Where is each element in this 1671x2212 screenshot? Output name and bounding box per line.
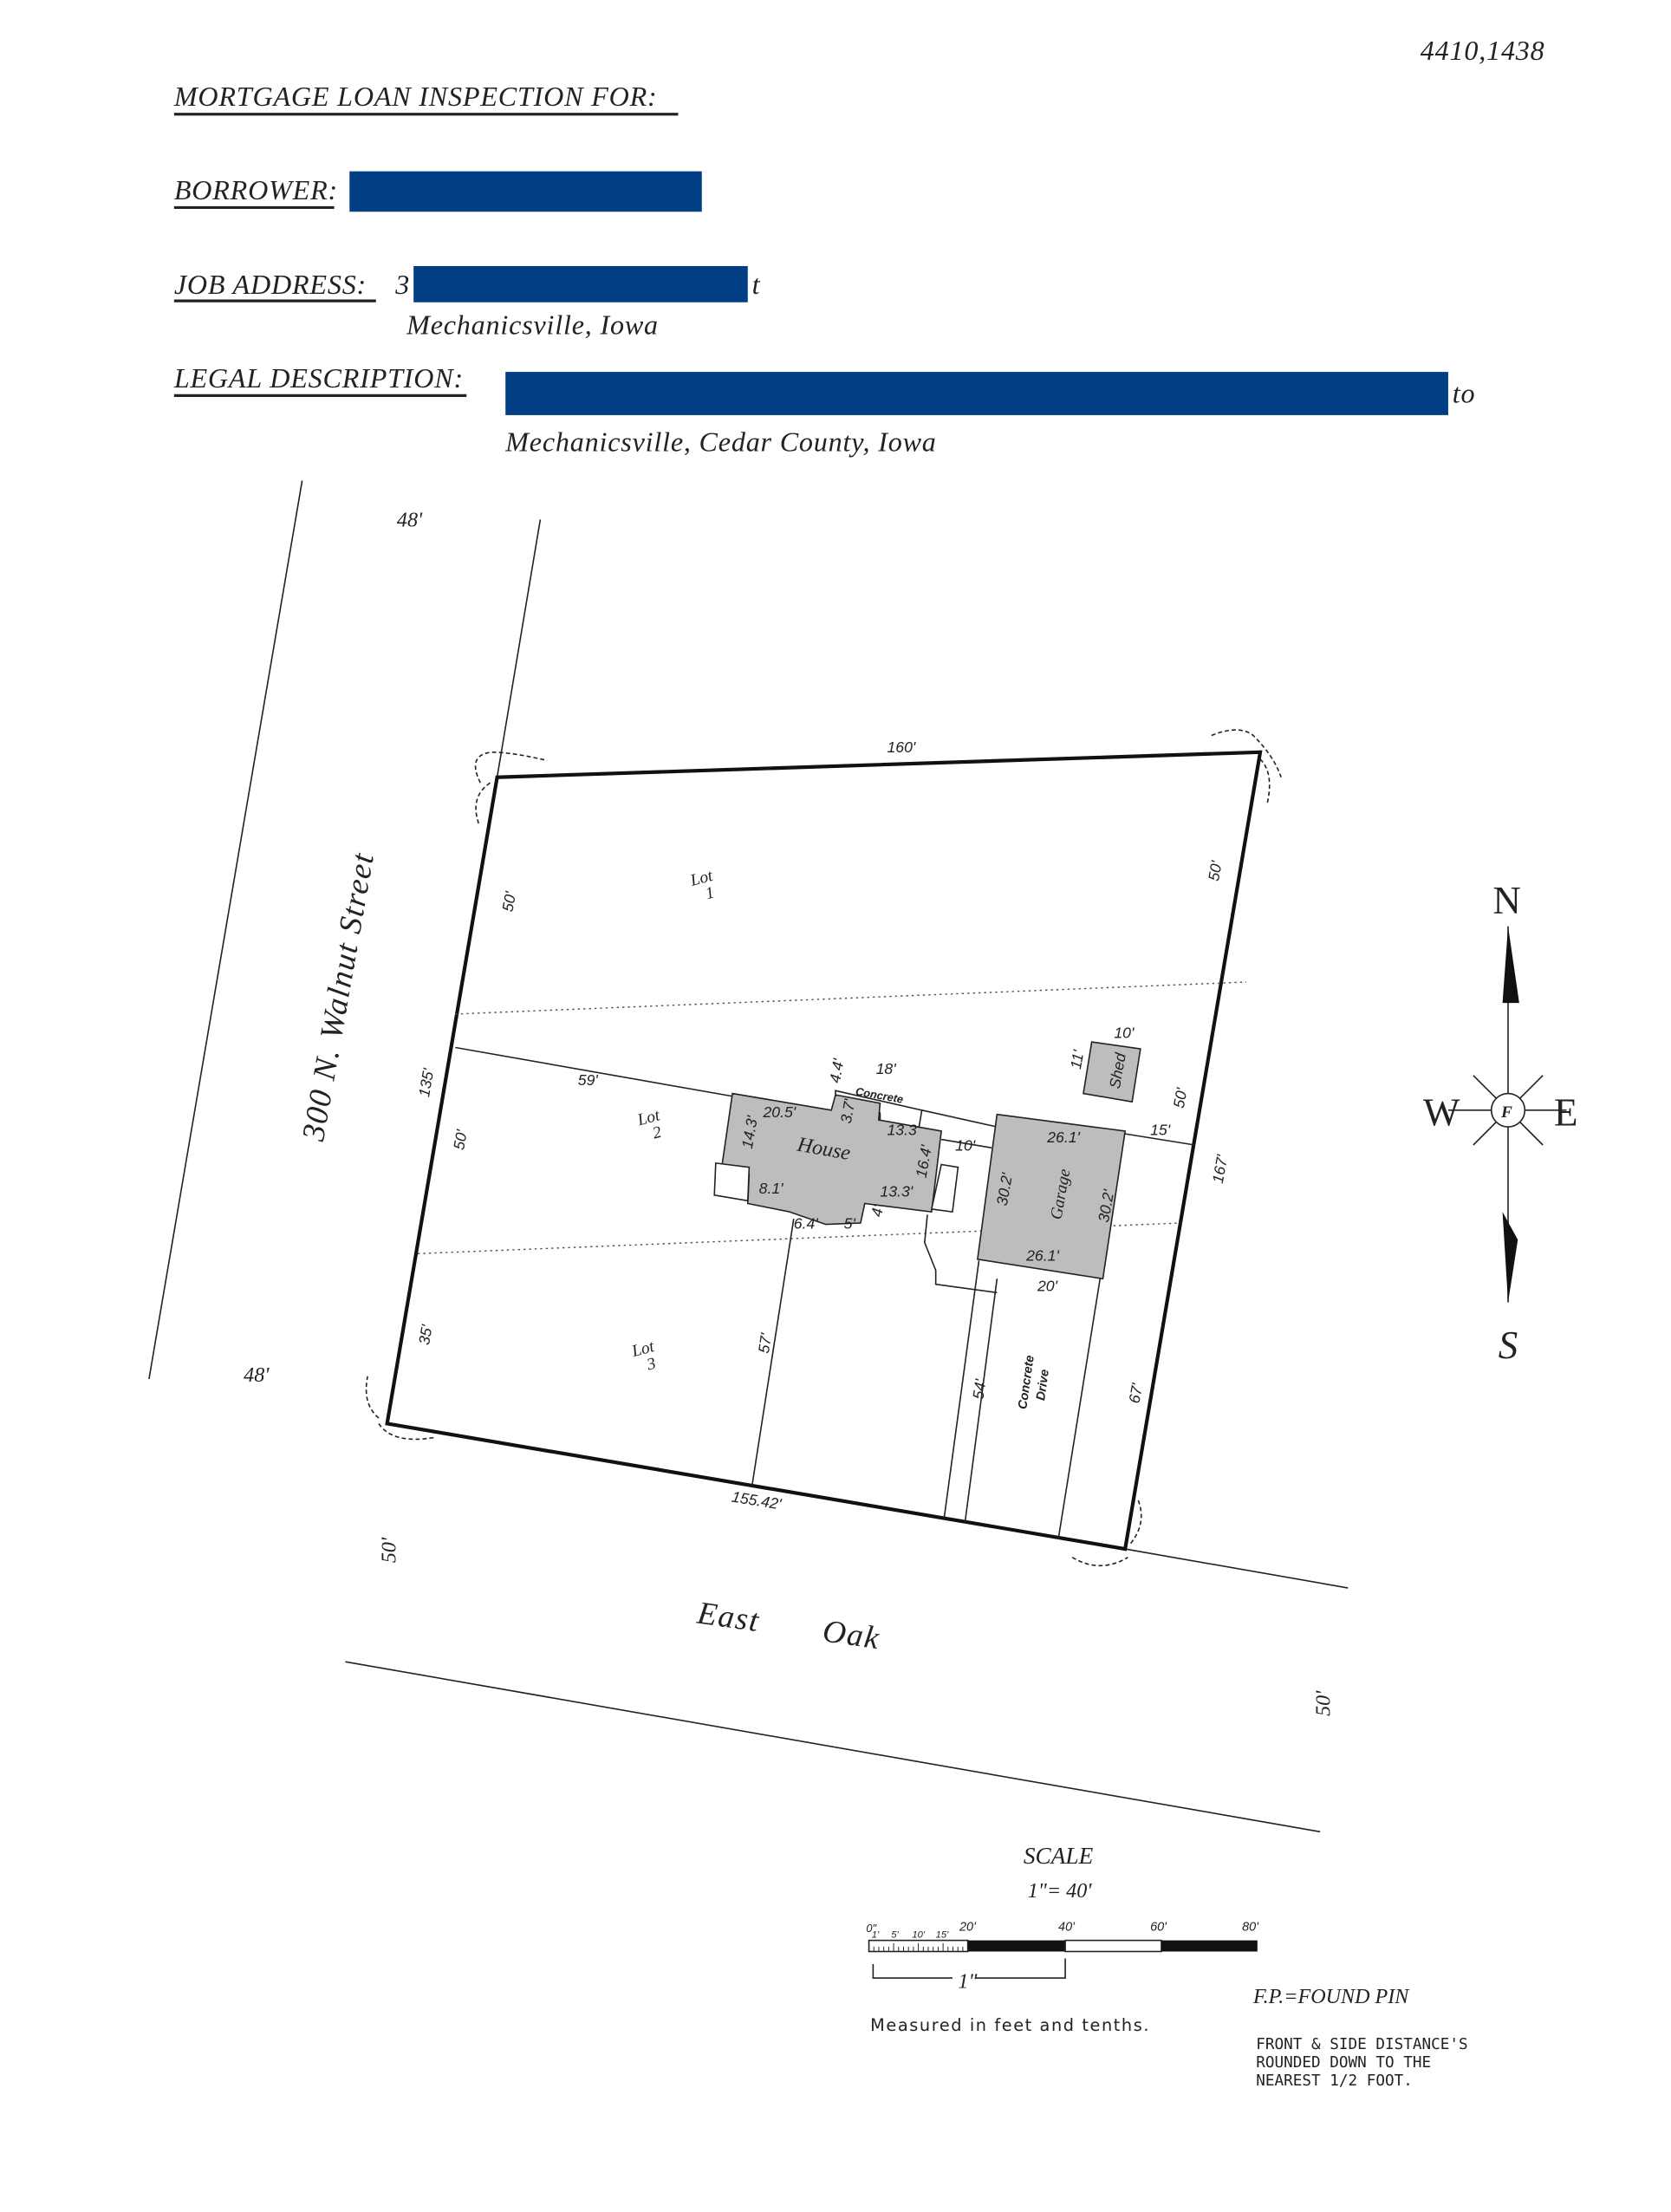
west-lot2-dimension: 50' [450,1128,471,1151]
garage-dim-top: 26.1' [1046,1129,1080,1146]
shed-dim-depth: 11' [1067,1048,1088,1070]
scale-tick-0: 0" [866,1922,877,1935]
walkway-path [924,1214,998,1294]
concrete-width: 18' [876,1060,897,1077]
house-porch [930,1163,959,1213]
borrower-label: BORROWER: [174,174,338,205]
svg-text:Drive: Drive [1034,1369,1052,1402]
job-address-line2: Mechanicsville, Iowa [406,309,659,341]
east-lot3-dimension: 67' [1125,1382,1146,1405]
found-pin-legend: F.P.=FOUND PIN [1252,1986,1410,2008]
drive-south-setback-dimension: 54' [969,1377,989,1400]
scale-tick-60: 60' [1150,1920,1167,1934]
property-boundary [385,750,1263,1552]
house-dim-13-3-bottom: 13.3' [880,1182,913,1200]
house-garage-gap-line [940,1138,992,1149]
scale-tick-20: 20' [959,1920,977,1934]
scale-inch-bracket [872,1958,1066,1979]
scale-tick-80: 80' [1242,1920,1259,1934]
street-width-top: 48' [397,509,423,531]
drive-south-setback-line [943,1260,980,1519]
north-line-dimension: 160' [887,738,915,756]
driveway-width: 20' [1037,1278,1058,1295]
east-lot1-dimension: 50' [1205,859,1226,882]
compass-s: S [1499,1324,1518,1367]
west-lot3-dimension: 35' [415,1323,436,1346]
document-number: 4410,1438 [1421,35,1545,66]
street-width-south-right: 50' [1312,1690,1335,1716]
legal-description-label: LEGAL DESCRIPTION: [173,362,464,394]
scale-tick-15: 15' [936,1929,949,1940]
oak-street-south-line [345,1661,1321,1833]
driveway-east-edge [1057,1278,1102,1539]
scale-ratio: 1"= 40' [1028,1880,1093,1903]
legal-description-line2: Mechanicsville, Cedar County, Iowa [504,426,936,458]
house-south-setback-line [751,1219,795,1487]
oak-street-label-east: East [694,1594,762,1638]
garage-east-setback-line [1125,1133,1195,1146]
concrete-walk-line [921,1109,998,1128]
house-garage-gap-dimension: 10' [955,1136,976,1154]
west-lot1-dimension: 50' [498,890,519,914]
house-south-setback-dimension: 57' [755,1331,775,1354]
garage-dim-bottom: 26.1' [1025,1246,1059,1264]
found-pin-markers [365,729,1282,1567]
house-stoop [713,1161,751,1202]
scale-tick-1: 1' [872,1929,880,1940]
garage-east-setback-dimension: 15' [1150,1122,1171,1139]
compass-n: N [1492,879,1520,922]
job-address-redaction [413,265,748,303]
house-dim-3-7: 3.7' [837,1097,859,1125]
walnut-street-east-line [496,519,542,777]
house-dim-6-4: 6.4' [794,1214,819,1232]
garage-footprint [976,1113,1127,1280]
driveway-west-edge [964,1278,998,1523]
compass-w: W [1423,1090,1460,1134]
house-dim-4: 4' [868,1203,887,1218]
west-setback-dimension: 59' [578,1071,599,1089]
lot-line-1-2 [455,981,1246,1015]
job-address-start: 3 [394,269,410,300]
oak-street-north-line [1125,1548,1349,1589]
shed-dim-width: 10' [1114,1024,1135,1041]
compass-center: F [1500,1103,1512,1122]
house-dim-20-5: 20.5' [762,1103,796,1121]
rounding-note-line-2: ROUNDED DOWN TO THE [1256,2054,1431,2072]
rounding-note-line-1: FRONT & SIDE DISTANCE'S [1256,2036,1467,2053]
street-width-left: 48' [244,1364,270,1387]
house-dim-8-1: 8.1' [759,1180,784,1197]
scale-inch-label: 1" [958,1970,978,1993]
street-width-south-left: 50' [378,1537,400,1563]
job-address-end: t [752,269,761,300]
shed-footprint [1083,1041,1141,1103]
south-needle-icon [1502,1212,1518,1303]
job-address-label: JOB ADDRESS: [174,269,367,300]
house-dim-4-4: 4.4' [826,1057,848,1084]
house-dim-13-3-top: 13.3' [887,1122,920,1139]
inspection-title: MORTGAGE LOAN INSPECTION FOR: [173,81,658,112]
house-dim-5: 5' [844,1214,856,1232]
legal-description-redaction [505,372,1448,415]
legal-description-end: to [1453,377,1476,408]
north-needle-icon [1502,926,1519,1004]
scale-bar [868,1939,1258,1953]
west-setback-line [455,1046,733,1097]
scale-tick-5: 5' [891,1929,899,1940]
oak-street-label-oak: Oak [821,1612,882,1656]
scale-title: SCALE [1024,1843,1094,1869]
north-arrow-compass: N F W E S [1423,879,1578,1367]
walnut-street-west-line [148,480,303,1380]
east-lot2-dimension: 50' [1170,1086,1191,1109]
scale-tick-10: 10' [912,1929,925,1940]
rounding-note-line-3: NEAREST 1/2 FOOT. [1256,2072,1413,2090]
compass-e: E [1554,1090,1577,1134]
measured-note: Measured in feet and tenths. [870,2015,1150,2035]
borrower-redaction [349,171,702,212]
scale-tick-40: 40' [1058,1920,1076,1934]
svg-text:1: 1 [704,883,717,903]
